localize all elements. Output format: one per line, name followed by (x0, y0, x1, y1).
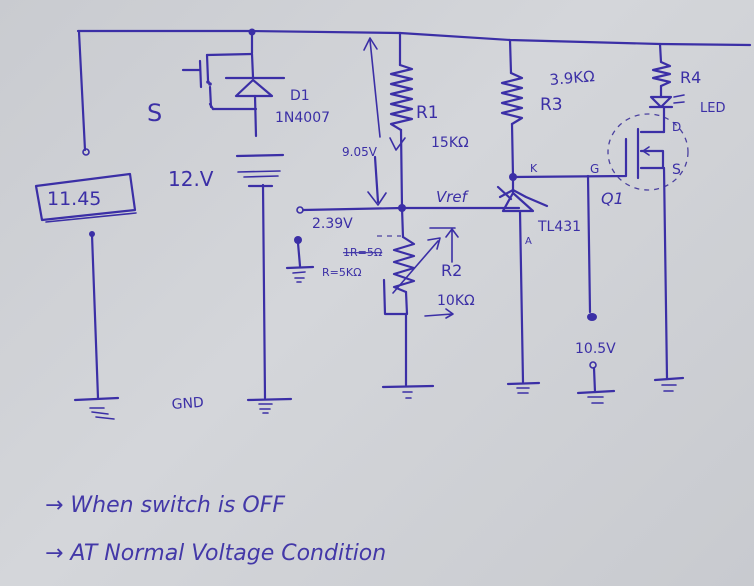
tl431-shunt-regulator (496, 175, 549, 384)
meter-probe-terminal (82, 148, 90, 156)
r3-ref: R3 (540, 95, 563, 115)
ground-label: GND (171, 395, 204, 413)
mosfet-gate-label: G (590, 162, 599, 176)
gate-voltage: 10.5V (575, 341, 616, 357)
node-voltage: 2.39V (312, 216, 353, 232)
battery-12v (235, 153, 285, 400)
resistor-r1 (389, 63, 414, 132)
ground-probe-lead (296, 241, 302, 268)
r1-value: 15KΩ (431, 135, 469, 151)
switch-label: S (147, 99, 162, 127)
ground-probe-lead (592, 366, 597, 394)
r2-top-wire (400, 206, 405, 239)
resistor-r2-potentiometer[interactable] (392, 235, 416, 294)
ground-symbol (653, 376, 685, 392)
meter-positive-lead (77, 30, 87, 152)
gate-probe-lead (586, 174, 592, 314)
mosfet-source-label: S (672, 162, 681, 178)
note-switch-off: → When switch is OFF (45, 493, 285, 518)
led (648, 84, 685, 134)
tl431-anode-label: A (525, 236, 532, 247)
mosfet-ref: Q1 (601, 189, 624, 208)
diode-part: 1N4007 (275, 110, 330, 126)
r2-wiper-loop (382, 278, 409, 316)
diode-ref: D1 (290, 88, 310, 104)
battery-label: 12.V (168, 167, 214, 191)
tl431-part: TL431 (537, 219, 581, 235)
r4-top-wire (658, 42, 663, 64)
sense-node-wire (301, 206, 404, 212)
r2-value: 10KΩ (437, 293, 475, 309)
ground-symbol (381, 384, 435, 399)
diode-d1 (224, 52, 286, 138)
r4-ref: R4 (680, 68, 701, 87)
top-rail (76, 29, 752, 47)
ground-probe-terminal (589, 361, 597, 369)
r3-top-wire (508, 38, 513, 75)
gate-wire (511, 137, 628, 179)
r1-drop-voltage: 9.05V (342, 145, 378, 159)
r3-bottom-wire (510, 122, 515, 178)
ground-symbol (576, 389, 616, 404)
switch-bypass-wire (205, 52, 258, 111)
pot-wiper-arrow (392, 240, 439, 294)
vref-label: Vref (436, 188, 470, 206)
node-probe-terminal (296, 206, 304, 214)
r3-value: 3.9KΩ (549, 67, 596, 89)
resistor-r4 (651, 60, 672, 88)
resistor-r3 (500, 71, 524, 126)
ground-symbol (285, 265, 315, 283)
note-normal-voltage: → AT Normal Voltage Condition (45, 541, 386, 566)
ground-symbol-gnd (246, 397, 293, 414)
ground-symbol (73, 396, 120, 420)
gate-probe-dot (587, 313, 597, 321)
meter-ground-lead (90, 233, 100, 400)
r2-ref: R2 (441, 261, 462, 280)
node-voltage-arrow (373, 155, 380, 204)
led-label: LED (700, 101, 725, 116)
r1-ref: R1 (416, 103, 439, 123)
ground-symbol (506, 381, 541, 394)
r1-drop-arrow (369, 39, 381, 138)
ground-probe-dot (294, 236, 302, 244)
meter-reading: 11.45 (47, 188, 101, 210)
mosfet-q1 (607, 113, 689, 380)
voltmeter-display: 11.45 (34, 172, 137, 223)
r2-setting: R=5KΩ (322, 266, 361, 279)
tl431-cathode-label: K (530, 162, 538, 175)
switch-s[interactable] (181, 53, 215, 111)
r2-setting-struck: 1R=5Ω (343, 246, 382, 259)
mosfet-drain-label: D (672, 120, 681, 134)
